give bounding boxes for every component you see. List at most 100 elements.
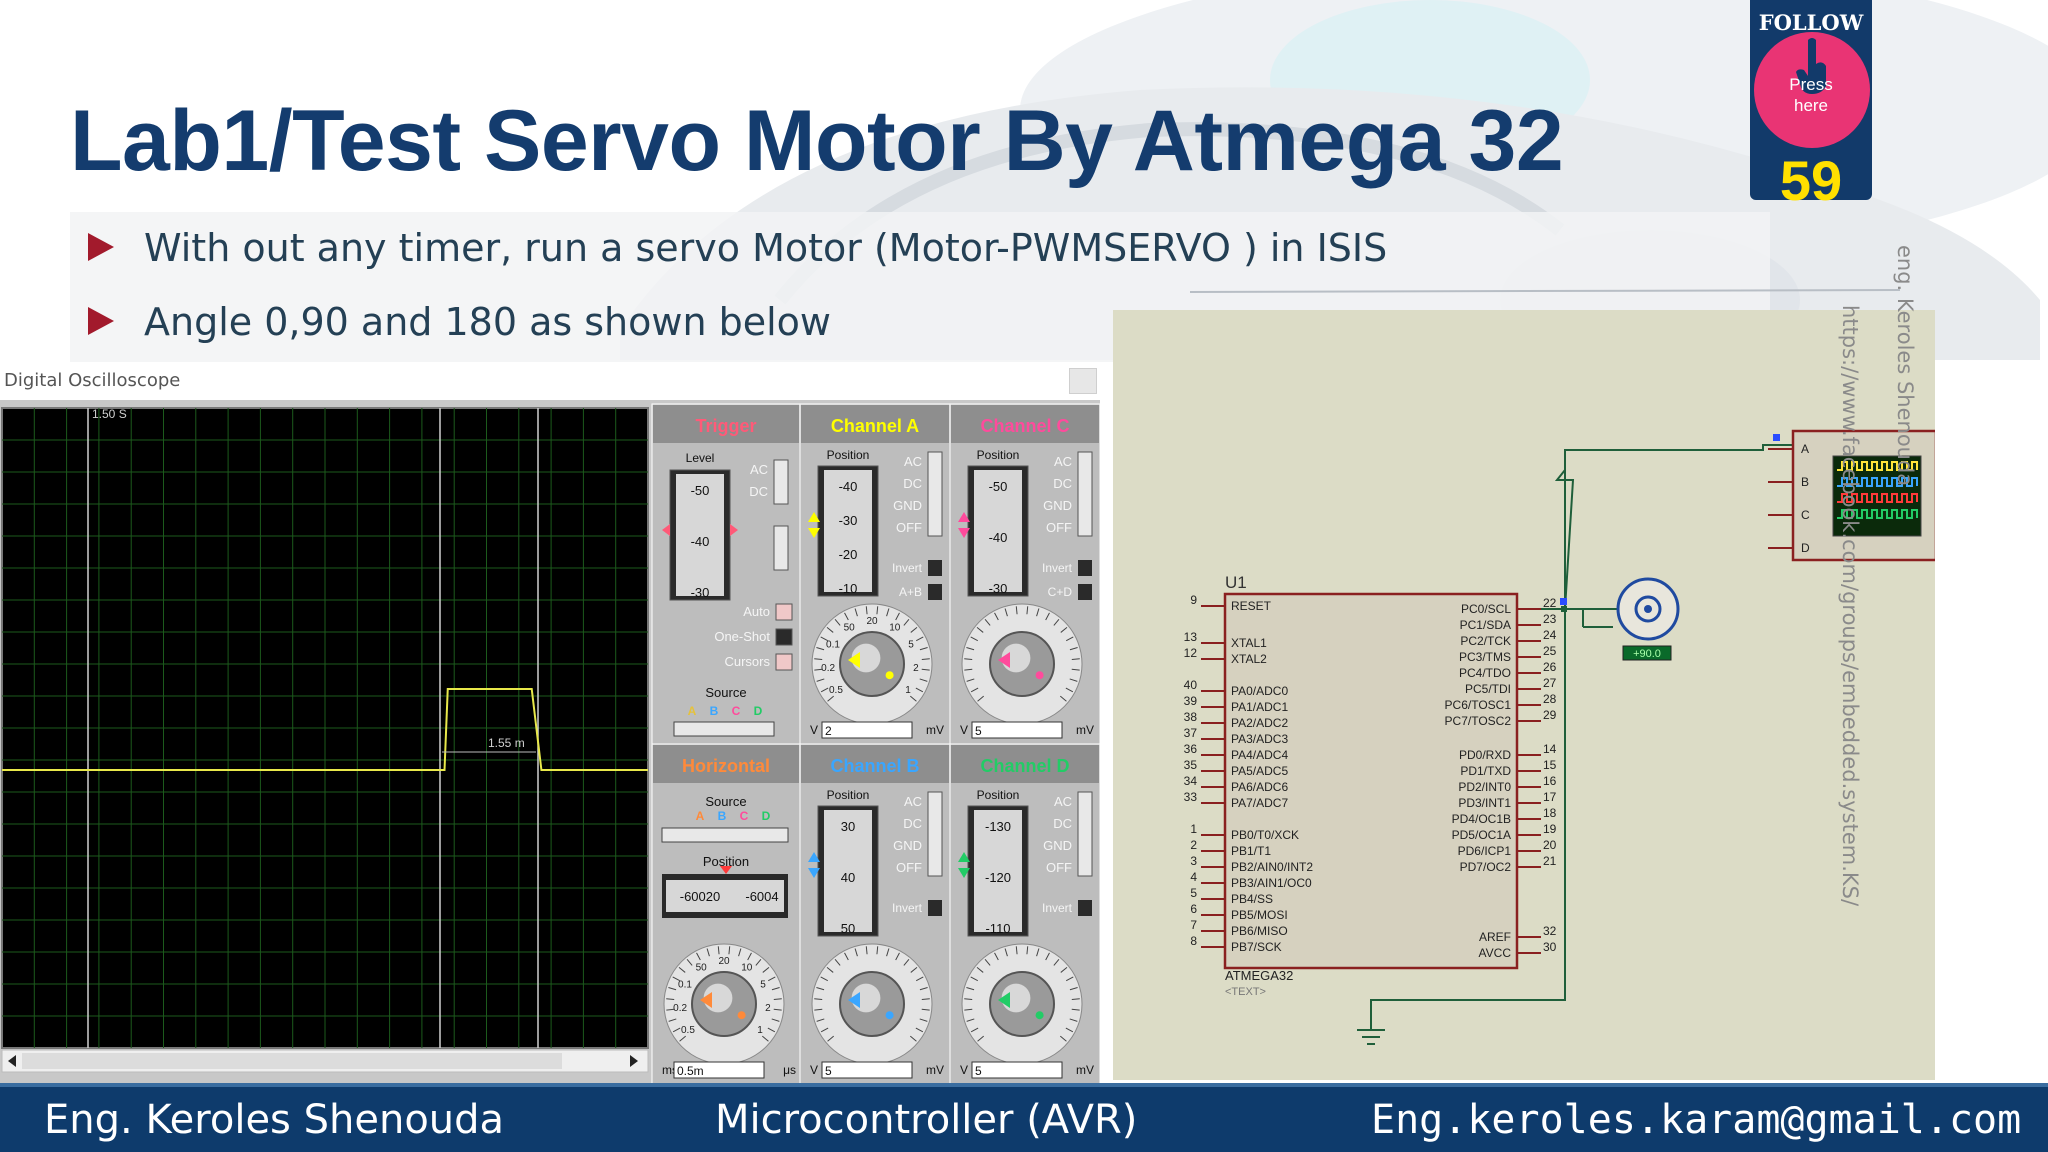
horizontal-dial-tick	[686, 958, 693, 966]
channel-a-mode-switch[interactable]	[927, 451, 943, 537]
pulse-width-label: 1.55 m	[488, 736, 525, 750]
channel-b-dial-tick	[844, 952, 849, 961]
horizontal-dial-tick	[767, 976, 776, 982]
channel-b-value-field[interactable]	[821, 1061, 913, 1079]
channel-a-invert-toggle[interactable]	[928, 560, 942, 576]
trigger-source-d: D	[754, 704, 763, 718]
horizontal-position-face[interactable]	[666, 880, 784, 912]
servo-angle-value: +90.0	[1633, 648, 1661, 660]
channel-d-dial-tick	[1069, 1018, 1078, 1022]
channel-a-dial-tick	[910, 627, 918, 633]
chip-pin-number: 14	[1543, 742, 1557, 756]
channel-c-knob-mark	[1035, 671, 1044, 680]
scrollbar-thumb[interactable]	[22, 1053, 562, 1069]
channel-a-position-arrows-icon[interactable]	[808, 512, 820, 538]
channel-c-value-field[interactable]	[971, 721, 1063, 739]
channel-d-dial-tick	[964, 998, 973, 1000]
channel-c-invert-toggle[interactable]	[1078, 560, 1092, 576]
trigger-level-arrows-icon[interactable]	[662, 524, 738, 536]
chip-pin-number: 17	[1543, 790, 1557, 804]
channel-b-header	[801, 745, 949, 783]
window-close-button[interactable]	[1069, 368, 1097, 394]
channel-c-combine-toggle[interactable]	[1078, 584, 1092, 600]
horizontal-source-slider[interactable]	[661, 827, 789, 843]
channel-b-dial-tick	[820, 1027, 829, 1033]
trigger-dc-label: DC	[749, 484, 768, 499]
trigger-source-c: C	[732, 704, 741, 718]
chip-pin-name: AVCC	[1479, 946, 1512, 960]
chip-pin-name: PC2/TCK	[1460, 634, 1511, 648]
trigger-source-a: A	[688, 704, 697, 718]
chip-text-tag: <TEXT>	[1225, 986, 1266, 998]
channel-d-position-arrows-icon[interactable]	[958, 852, 970, 878]
chip-pin-number: 4	[1190, 870, 1197, 884]
channel-a-dial-tick	[816, 647, 825, 651]
channel-b-unit-left: V	[810, 1063, 818, 1077]
scroll-right-icon[interactable]	[630, 1055, 638, 1067]
chip-pin-name: PB7/SCK	[1231, 940, 1282, 954]
channel-c-unit-left: V	[960, 723, 968, 737]
channel-d-value: 5	[975, 1064, 982, 1078]
channel-c-title: Channel C	[980, 416, 1069, 436]
chip-pin-number: 34	[1184, 774, 1198, 788]
channel-a-combine-toggle[interactable]	[928, 584, 942, 600]
trigger-mode-toggle[interactable]	[775, 653, 793, 671]
channel-d-dial-tick	[1053, 958, 1060, 966]
oscilloscope-window-title: Digital Oscilloscope	[4, 370, 181, 391]
channel-b-knob-mark	[885, 1011, 894, 1020]
channel-c-knob-pointer-icon	[998, 652, 1010, 668]
channel-b-invert-toggle[interactable]	[928, 900, 942, 916]
channel-d-dial-tick	[966, 1018, 975, 1022]
channel-b-position-arrows-icon[interactable]	[808, 852, 820, 878]
trigger-edge-switch[interactable]	[773, 525, 789, 571]
horizontal-unit-right: μs	[783, 1063, 796, 1077]
channel-a-dial-label: 1	[905, 685, 911, 696]
channel-c-invert-label: Invert	[1042, 561, 1073, 575]
chip-pin-number: 24	[1543, 628, 1557, 642]
control-panel: TriggerLevel-50-40-30ACDCAutoOne-ShotCur…	[651, 403, 1100, 1083]
channel-a-value-field[interactable]	[821, 721, 913, 739]
scope-channel-label: C	[1801, 508, 1810, 522]
trigger-title: Trigger	[695, 416, 756, 436]
channel-a-scale-label: -20	[839, 547, 858, 562]
horizontal-value-field[interactable]	[673, 1061, 765, 1079]
channel-c-mode-switch[interactable]	[1077, 451, 1093, 537]
footer-bar: Eng. Keroles Shenouda Microcontroller (A…	[0, 1083, 2048, 1152]
channel-a-dial-tick	[834, 618, 841, 626]
channel-d-unit-right: mV	[1076, 1063, 1094, 1077]
channel-c-dial-tick	[977, 695, 985, 702]
atmega32-chip[interactable]	[1223, 592, 1519, 970]
trigger-mode-toggle[interactable]	[775, 603, 793, 621]
channel-d-mode-switch[interactable]	[1077, 791, 1093, 877]
chip-pin-number: 36	[1184, 742, 1198, 756]
horizontal-dial-label: 1	[757, 1025, 763, 1036]
horizontal-dial-tick	[773, 1008, 782, 1011]
channel-c-mode-ac: AC	[1054, 454, 1072, 469]
horizontal-dial-tick	[666, 1008, 675, 1011]
chip-pin-name: PA2/ADC2	[1231, 716, 1288, 730]
channel-d-scale-label: -120	[985, 870, 1011, 885]
channel-c-dial-tick	[994, 612, 999, 621]
footer-author: Eng. Keroles Shenouda	[44, 1097, 505, 1143]
channel-c-dial-tick	[1065, 636, 1074, 642]
trigger-source-slider[interactable]	[673, 721, 775, 737]
channel-d-value-field[interactable]	[971, 1061, 1063, 1079]
chip-pin-number: 33	[1184, 790, 1198, 804]
scroll-left-icon[interactable]	[8, 1055, 16, 1067]
channel-a-dial-label: 5	[908, 640, 914, 651]
channel-c-position-arrows-icon[interactable]	[958, 512, 970, 538]
trigger-mode-toggle[interactable]	[775, 628, 793, 646]
channel-d-scale-face	[974, 810, 1022, 932]
channel-d-dial-tick	[1059, 1035, 1067, 1042]
channel-d-invert-toggle[interactable]	[1078, 900, 1092, 916]
trigger-coupling-switch[interactable]	[773, 459, 789, 505]
channel-d-scale-label: -130	[985, 819, 1011, 834]
channel-b-mode-switch[interactable]	[927, 791, 943, 877]
horizontal-source-d: D	[762, 809, 771, 823]
channel-a-dial-tick	[919, 678, 928, 682]
channel-b-invert-label: Invert	[892, 901, 923, 915]
chip-pin-name: PC7/TOSC2	[1445, 714, 1512, 728]
chip-pin-name: PD5/OC1A	[1452, 828, 1511, 842]
